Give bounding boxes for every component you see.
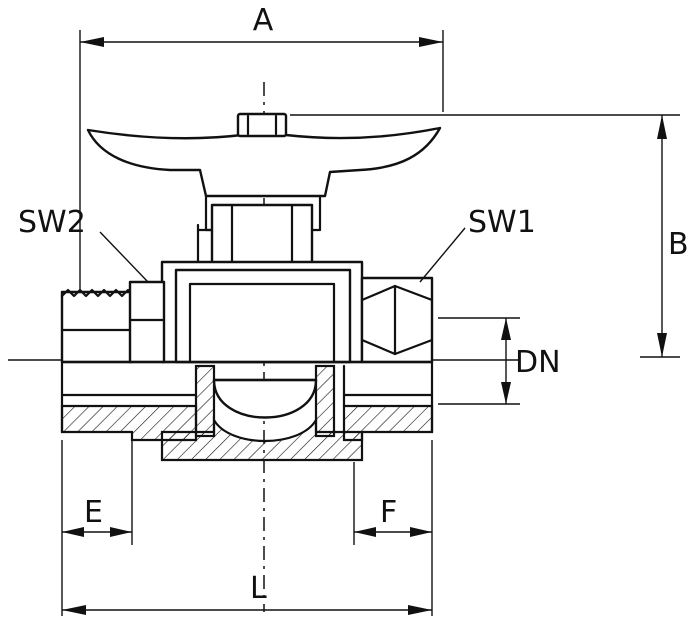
dimension-l [62,605,432,615]
valve-handle [86,112,442,265]
label-a: A [253,3,274,38]
label-sw2: SW2 [18,205,86,240]
dimension-b [290,114,680,358]
dimension-dn [438,317,520,405]
sw2-leader [99,231,149,283]
label-b: B [668,227,689,262]
label-dn: DN [515,345,561,380]
valve-body [60,260,434,364]
label-sw1: SW1 [468,205,536,240]
label-l: L [250,571,267,606]
section-view [60,360,434,462]
dimension-f [353,440,433,616]
dimension-e [61,440,133,616]
dimension-a [79,30,444,300]
label-f: F [380,495,397,530]
label-e: E [84,495,103,530]
sw1-leader [419,227,466,283]
